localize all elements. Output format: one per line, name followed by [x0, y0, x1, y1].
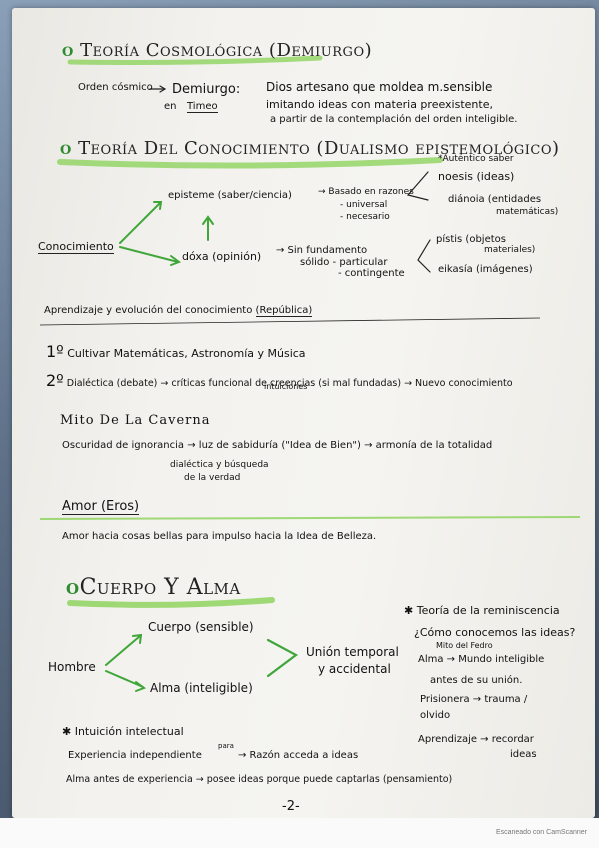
punto-1: 1º Cultivar Matemáticas, Astronomía y Mú…: [46, 342, 306, 361]
teoria-reminiscencia: ✱ Teoría de la reminiscencia: [404, 604, 560, 617]
eikasia-label: eikasía (imágenes): [438, 264, 533, 275]
union-label-2: y accidental: [318, 662, 391, 676]
ideas-label: ideas: [510, 749, 537, 760]
antes-union: antes de su unión.: [430, 675, 523, 686]
cuerpo-alma-underline: [67, 597, 275, 608]
demiurgo-def-3: a partir de la contemplación del orden i…: [270, 114, 518, 125]
demiurgo-def-1: Dios artesano que moldea m.sensible: [266, 80, 493, 94]
section-title-cosmologica: o Teoría Cosmológica (Demiurgo): [62, 40, 373, 61]
amor-title: Amor (Eros): [62, 499, 140, 515]
universal-label: - universal: [340, 200, 388, 210]
bracket-noesis: [406, 171, 429, 201]
page-number: -2-: [282, 799, 300, 814]
aprendizaje-title: Aprendizaje y evolución del conocimiento…: [44, 305, 313, 317]
amor-divider: [39, 516, 581, 520]
dianoia-label-2: matemáticas): [496, 207, 559, 217]
hombre-label: Hombre: [48, 660, 96, 674]
pistis-label-2: materiales): [484, 245, 536, 255]
union-label-1: Unión temporal: [306, 645, 399, 659]
dianoia-label: diánoia (entidades: [448, 194, 542, 205]
mito-note-2: de la verdad: [184, 473, 241, 483]
mito-caverna-line: Oscuridad de ignorancia → luz de sabidur…: [62, 440, 493, 451]
scan-credit: Escaneado con CamScanner: [495, 829, 587, 836]
union-bracket: [266, 638, 299, 678]
demiurgo-label: Demiurgo:: [172, 82, 241, 97]
autentico-saber: *Auténtico saber: [438, 154, 514, 164]
punto-2-note: intuiciones: [264, 382, 308, 391]
solido-particular: sólido - particular: [300, 257, 388, 268]
basado-razones: → Basado en razones: [318, 187, 414, 197]
teoria-conocimiento-underline: [57, 157, 443, 169]
alma-mundo: Alma → Mundo inteligible: [418, 654, 545, 665]
episteme-label: episteme (saber/ciencia): [168, 190, 292, 201]
mito-caverna-title: Mito De La Caverna: [60, 413, 211, 428]
aprendizaje-recordar: Aprendizaje → recordar: [418, 734, 534, 745]
pistis-label: pístis (objetos: [436, 234, 506, 245]
conocimiento-label: Conocimiento: [38, 240, 114, 254]
amor-line: Amor hacia cosas bellas para impulso hac…: [62, 531, 377, 542]
experiencia-independiente: Experiencia independiente: [68, 750, 202, 761]
arrow-to-doxa: [119, 246, 179, 263]
pregunta-ideas: ¿Cómo conocemos las ideas?: [414, 626, 576, 639]
doxa-label: dóxa (opinión): [182, 250, 262, 263]
arrow-to-alma: [105, 670, 144, 688]
arrowhead-cuerpo: [132, 633, 143, 644]
intuicion-intelectual: ✱ Intuición intelectual: [62, 725, 184, 738]
arrowhead-episteme: [153, 201, 163, 210]
alma-antes-experiencia: Alma antes de experiencia → posee ideas …: [66, 774, 453, 785]
arrowhead-doxa: [170, 255, 182, 266]
mito-note-1: dialéctica y búsqueda: [170, 460, 269, 470]
cuerpo-label: Cuerpo (sensible): [148, 620, 254, 634]
contingente-label: - contingente: [338, 268, 405, 279]
bracket-pistis: [417, 239, 431, 273]
aprendizaje-underline: [39, 317, 541, 326]
arrow-to-cuerpo: [105, 635, 141, 666]
olvido: olvido: [420, 710, 451, 721]
timeo-label: Timeo: [187, 101, 218, 113]
para-label: para: [218, 742, 234, 750]
razon-ideas: → Razón acceda a ideas: [238, 750, 359, 761]
necesario-label: - necesario: [340, 212, 390, 222]
arrow-to-episteme: [119, 202, 161, 244]
punto-2: 2º Dialéctica (debate) → críticas funcio…: [46, 371, 513, 390]
arrowhead-up: [202, 215, 214, 225]
alma-label: Alma (inteligible): [150, 681, 253, 695]
footer-strip: [0, 818, 599, 848]
orden-cosmico-label: Orden cósmico: [78, 82, 153, 93]
section-title-conocimiento: o Teoría Del Conocimiento (Dualismo epis…: [60, 138, 560, 159]
teoria-cosmologica-underline: [67, 55, 323, 65]
sin-fundamento: → Sin fundamento: [276, 245, 368, 256]
prisionera: Prisionera → trauma /: [420, 694, 528, 705]
noesis-label: noesis (ideas): [438, 170, 515, 183]
en-label: en: [164, 101, 177, 112]
mito-fedro: Mito del Fedro: [436, 641, 493, 650]
arrowhead-alma: [135, 681, 147, 692]
notebook-page: [12, 8, 595, 818]
section-title-cuerpo-alma: oCuerpo Y Alma: [66, 574, 241, 600]
demiurgo-def-2: imitando ideas con materia preexistente,: [266, 98, 493, 111]
